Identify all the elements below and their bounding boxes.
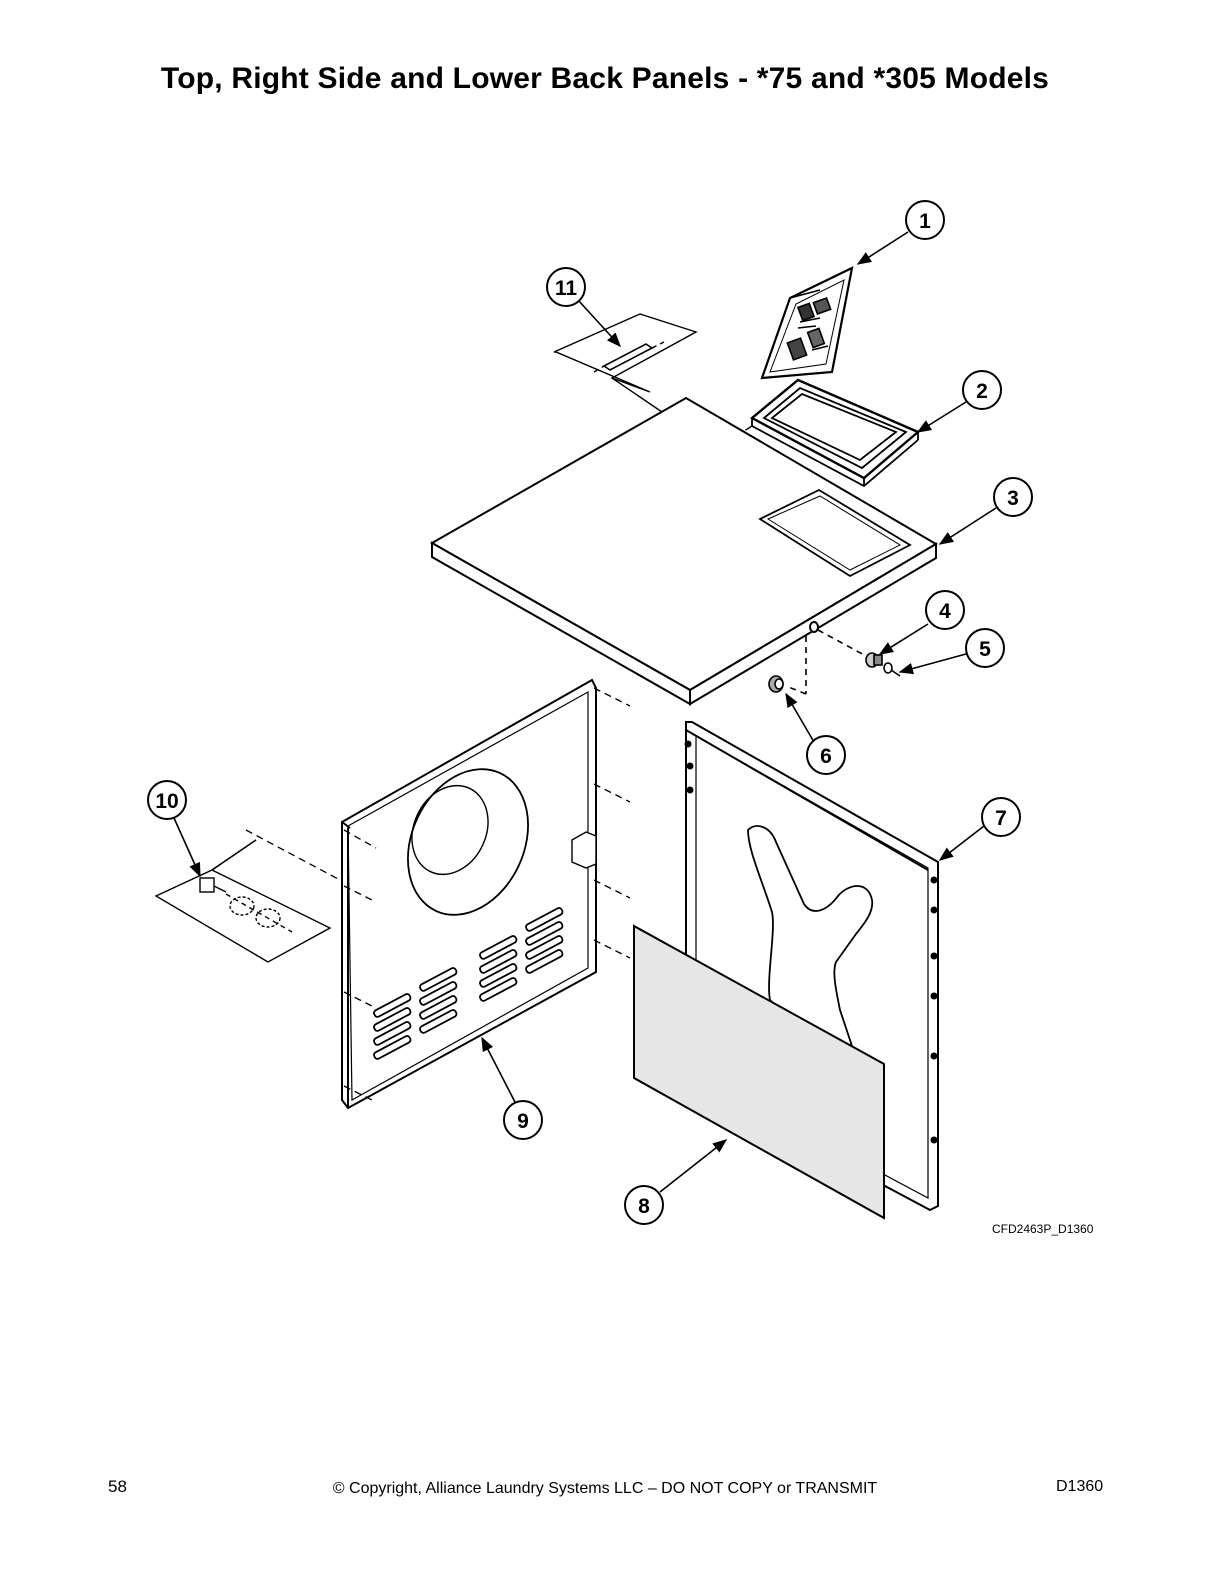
callout-leaders: [173, 231, 997, 1193]
svg-text:7: 7: [995, 807, 1007, 830]
parts-4-5-6-fasteners: [768, 629, 901, 695]
svg-text:1: 1: [919, 210, 931, 233]
callout-3: 3: [993, 477, 1033, 517]
copyright-notice: © Copyright, Alliance Laundry Systems LL…: [332, 1480, 878, 1497]
svg-text:8: 8: [638, 1195, 650, 1218]
callout-5: 5: [965, 628, 1005, 668]
document-id: D1360: [1056, 1478, 1104, 1495]
callout-9: 9: [503, 1100, 543, 1140]
part-10-screw-inset: [154, 839, 332, 963]
svg-text:5: 5: [979, 638, 991, 661]
drawing-id: CFD2463P_D1360: [992, 1222, 1094, 1236]
callout-1: 1: [905, 200, 945, 240]
callout-4: 4: [925, 590, 965, 630]
svg-text:6: 6: [820, 745, 832, 768]
svg-text:3: 3: [1007, 487, 1019, 510]
callout-2: 2: [962, 370, 1002, 410]
part-9-side-panel: [245, 678, 631, 1110]
svg-text:2: 2: [976, 380, 988, 403]
callout-7: 7: [981, 797, 1021, 837]
svg-text:11: 11: [555, 277, 578, 300]
callout-10: 10: [147, 780, 187, 820]
part-3-top-panel: [429, 396, 938, 706]
part-2-access-frame: [749, 378, 921, 488]
svg-text:9: 9: [517, 1110, 529, 1133]
callout-8: 8: [624, 1185, 664, 1225]
part-8-lower-back-panel: [633, 924, 885, 1220]
svg-text:4: 4: [939, 600, 951, 623]
page-title: Top, Right Side and Lower Back Panels - …: [160, 62, 1050, 95]
callout-11: 11: [546, 267, 586, 307]
svg-text:10: 10: [155, 790, 178, 813]
page-number: 58: [108, 1477, 127, 1496]
callout-6: 6: [806, 735, 846, 775]
part-1-access-cover: [760, 266, 854, 380]
